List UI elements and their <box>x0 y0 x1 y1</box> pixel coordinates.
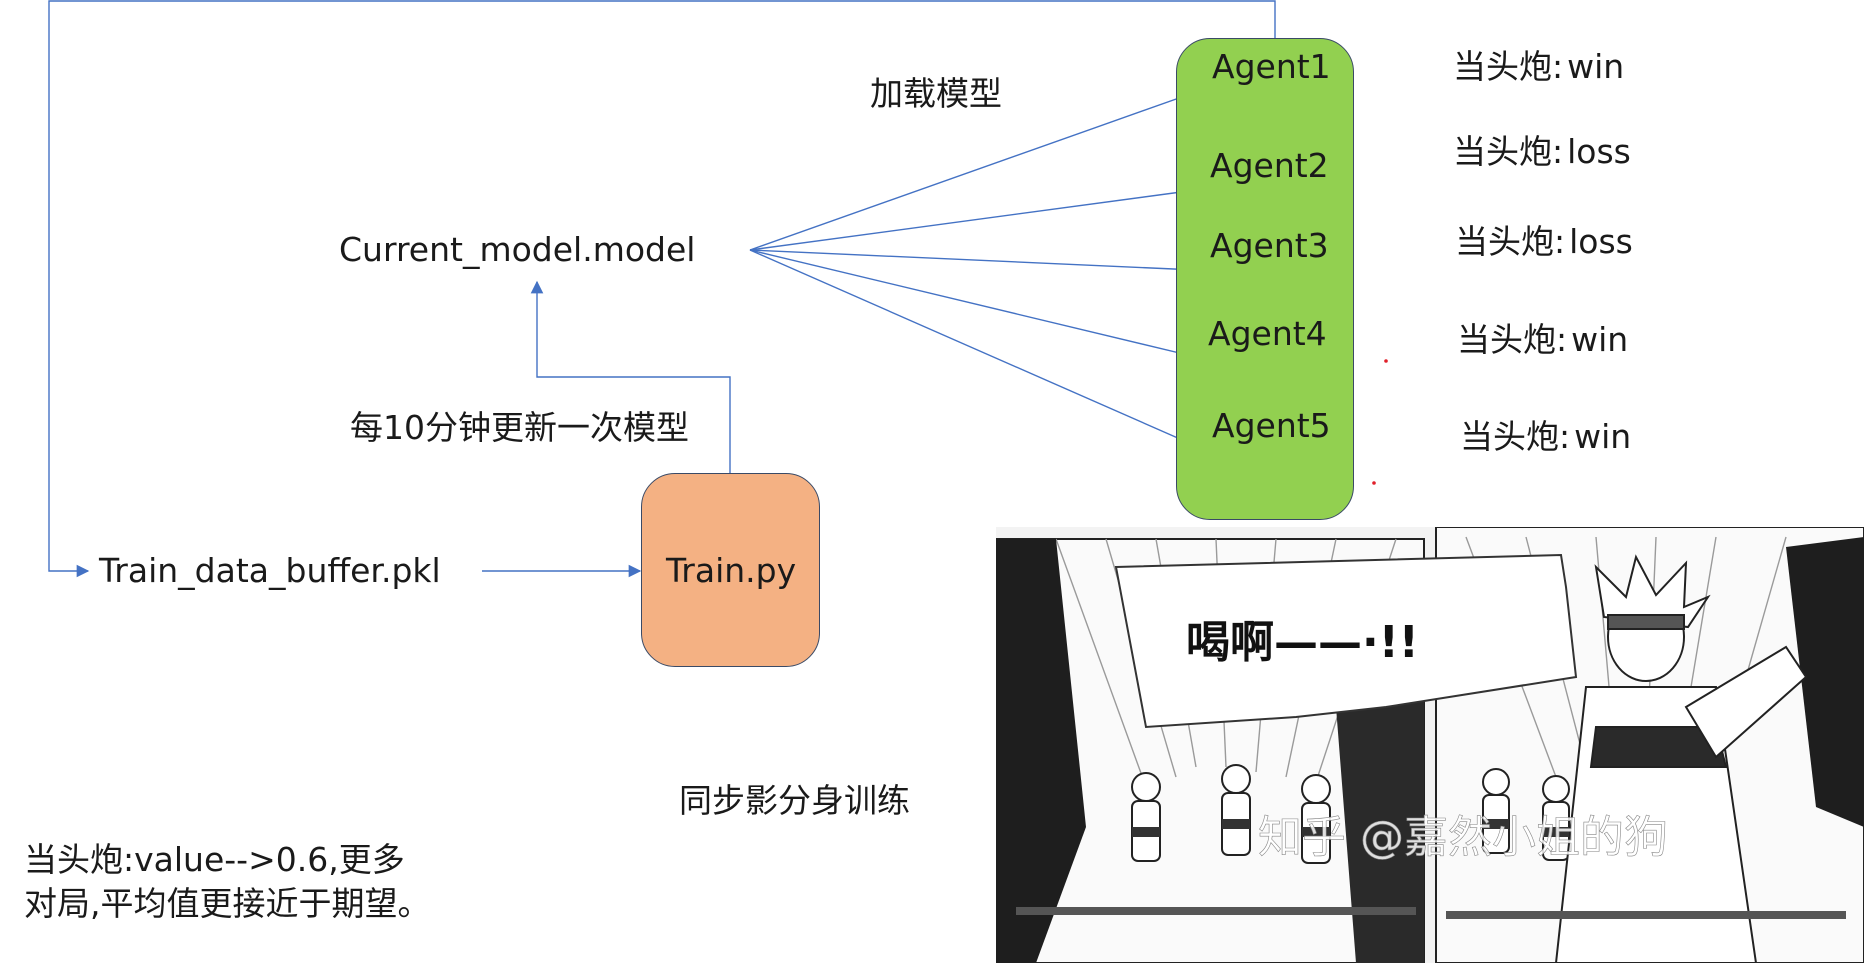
result-outcome: win <box>1574 417 1632 456</box>
model-to-agent5-arrow <box>749 249 1198 448</box>
train-to-model-arrow <box>530 280 731 473</box>
update-interval-label: 每10分钟更新一次模型 <box>350 408 689 447</box>
result-row: 当头炮:win <box>1460 417 1631 457</box>
note-line: 当头炮:value-->0.6,更多 <box>24 840 405 879</box>
model-to-agent1-arrow <box>749 89 1198 251</box>
speech-text: 喝啊——·!! <box>1186 617 1419 668</box>
agents-box <box>1176 38 1354 520</box>
result-opening: 当头炮: <box>1453 47 1564 86</box>
result-row: 当头炮:loss <box>1453 132 1631 172</box>
result-outcome: loss <box>1567 132 1631 171</box>
train-buffer-label: Train_data_buffer.pkl <box>99 551 441 590</box>
red-dot <box>1384 359 1388 363</box>
agent-label: Agent5 <box>1212 406 1331 445</box>
agent-label: Agent2 <box>1210 146 1329 185</box>
result-opening: 当头炮: <box>1457 320 1568 359</box>
result-outcome: win <box>1567 47 1625 86</box>
manga-illustration: 喝啊——·!! 知乎 @嘉然小姐的狗 <box>996 527 1864 963</box>
model-to-agent2-arrow <box>749 185 1198 251</box>
train-py-label: Train.py <box>666 551 797 590</box>
sync-training-caption: 同步影分身训练 <box>679 781 910 820</box>
note-line: 对局,平均值更接近于期望。 <box>24 884 431 923</box>
agent-label: Agent1 <box>1212 47 1331 86</box>
agent-label: Agent4 <box>1208 314 1327 353</box>
feedback-loop-arrow <box>48 0 1276 578</box>
result-outcome: win <box>1571 320 1629 359</box>
agent-label: Agent3 <box>1210 226 1329 265</box>
model-to-agent4-arrow <box>749 249 1194 360</box>
result-opening: 当头炮: <box>1460 417 1571 456</box>
result-opening: 当头炮: <box>1453 132 1564 171</box>
result-row: 当头炮:win <box>1453 47 1624 87</box>
speech-bubble <box>1114 553 1578 729</box>
red-dot <box>1372 481 1376 485</box>
load-model-label: 加载模型 <box>870 74 1002 113</box>
watermark-text: 知乎 @嘉然小姐的狗 <box>1258 812 1668 863</box>
current-model-label: Current_model.model <box>339 230 696 269</box>
result-row: 当头炮:win <box>1457 320 1628 360</box>
train-py-box <box>641 473 820 667</box>
result-row: 当头炮:loss <box>1455 222 1633 262</box>
result-opening: 当头炮: <box>1455 222 1566 261</box>
model-to-agent3-arrow <box>749 249 1198 276</box>
result-outcome: loss <box>1569 222 1633 261</box>
